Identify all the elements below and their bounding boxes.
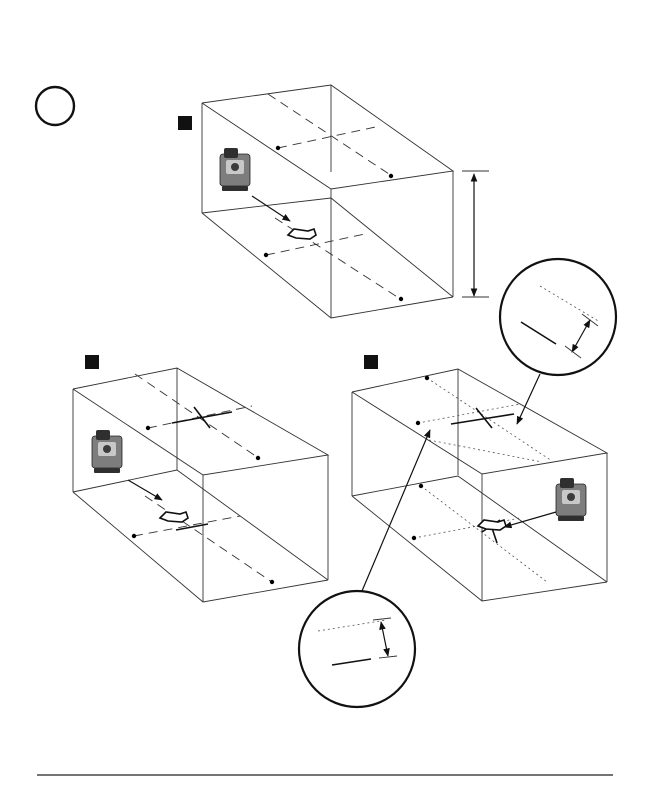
laser-point-icon [142, 422, 154, 434]
laser-point-icon [260, 249, 272, 261]
panel-b [73, 355, 328, 602]
panel-c [352, 355, 607, 601]
step-circle [36, 87, 74, 125]
panel-a-label-box [178, 116, 192, 130]
panel-a [178, 85, 489, 318]
laser-level-icon [220, 148, 250, 191]
laser-level-icon [92, 430, 122, 473]
laser-level-icon [556, 478, 586, 521]
laser-point-icon [412, 417, 424, 429]
laser-point-icon [252, 452, 264, 464]
laser-point-icon [272, 142, 284, 154]
floor-bracket-icon [288, 229, 316, 239]
laser-point-icon [421, 372, 433, 384]
callout-lower [299, 430, 430, 707]
callout-upper [500, 259, 616, 424]
laser-point-icon [395, 293, 407, 305]
panel-b-label-box [85, 355, 99, 369]
panel-c-label-box [364, 355, 378, 369]
floor-bracket-icon [160, 512, 188, 522]
laser-point-icon [266, 576, 278, 588]
